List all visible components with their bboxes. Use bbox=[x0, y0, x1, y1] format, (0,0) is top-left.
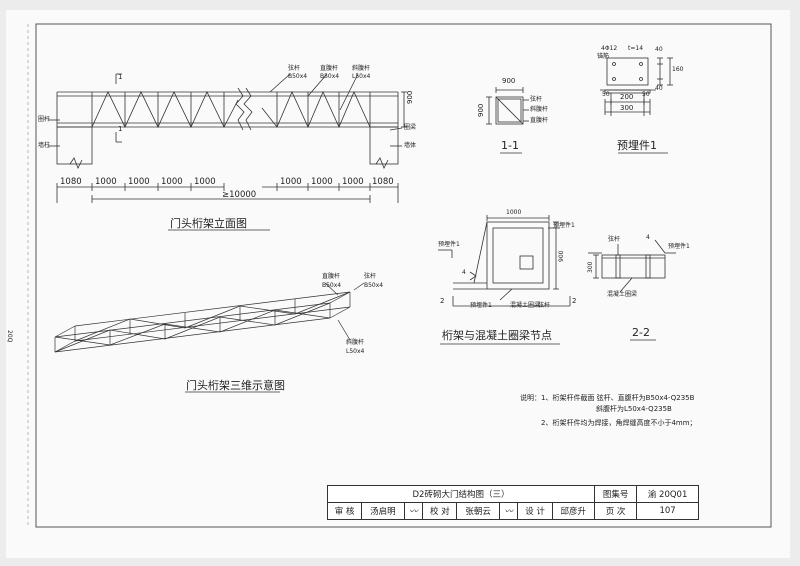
review-signature: 〰 bbox=[403, 502, 424, 520]
set-value: 渝 20Q01 bbox=[636, 485, 699, 503]
iso-label-chord-size: B50x4 bbox=[364, 282, 384, 289]
design-label: 设 计 bbox=[517, 502, 553, 520]
embed-bar: 4Φ12 bbox=[601, 45, 618, 52]
iso-title: 门头桁架三维示意图 bbox=[186, 379, 285, 392]
iso-label-diagonal: 斜腹杆 bbox=[346, 339, 365, 346]
note-line-1: 说明：1、桁架杆件截面 弦杆、直腹杆为B50x4-Q235B bbox=[520, 394, 695, 402]
sec11-label-2: 直腹杆 bbox=[530, 117, 549, 124]
label-chord-size: B50x4 bbox=[288, 73, 308, 80]
embed-anchor: 锚筋 bbox=[597, 53, 610, 60]
label-vertical-size: B50x4 bbox=[320, 73, 340, 80]
sec11-label-1: 斜腹杆 bbox=[530, 106, 549, 113]
node-width: 1000 bbox=[506, 209, 522, 216]
elevation-title: 门头桁架立面图 bbox=[170, 217, 247, 230]
label-vertical: 直腹杆 bbox=[320, 65, 339, 72]
node-weld: 4 bbox=[462, 269, 466, 276]
margin-text: 20Q bbox=[6, 330, 13, 343]
dim-left-1: 1000 bbox=[95, 177, 117, 187]
node-embed-bottom: 预埋件1 bbox=[470, 302, 492, 309]
embed-dim-1: 160 bbox=[672, 66, 684, 73]
note-line-3: 2、桁架杆件均为焊接，角焊缝高度不小于4mm； bbox=[541, 419, 697, 427]
dim-right-3: 1080 bbox=[372, 177, 394, 187]
dim-left-3: 1000 bbox=[161, 177, 183, 187]
embed-dim-4: 200 bbox=[620, 93, 634, 101]
embed-dim-2: 40 bbox=[655, 85, 663, 92]
drawing-title: D2砖砌大门结构图（三） bbox=[327, 485, 595, 503]
label-right-wall: 墙体 bbox=[404, 142, 417, 149]
review-name: 汤启明 bbox=[361, 502, 405, 520]
section-mark-top: 1 bbox=[118, 73, 123, 81]
dim-left-0: 1080 bbox=[60, 177, 82, 187]
section-mark-bottom: 1 bbox=[118, 125, 123, 133]
sec22-weld: 4 bbox=[646, 234, 650, 241]
iso-truss bbox=[54, 282, 365, 393]
note-line-2: 斜腹杆为L50x4-Q235B bbox=[596, 405, 672, 413]
label-diagonal: 斜腹杆 bbox=[352, 65, 371, 72]
page-label: 页 次 bbox=[593, 502, 638, 520]
elevation-truss bbox=[48, 73, 407, 231]
embed-dim-6: 300 bbox=[620, 104, 634, 112]
dim-left-2: 1000 bbox=[128, 177, 150, 187]
check-label: 校 对 bbox=[422, 502, 458, 520]
page-value: 107 bbox=[636, 502, 699, 520]
node-title: 桁架与混凝土圈梁节点 bbox=[442, 329, 552, 342]
label-left-post: 圈杆 bbox=[38, 116, 51, 123]
embedded-part bbox=[600, 57, 673, 154]
embed-dim-0: 40 bbox=[655, 46, 663, 53]
node-chord: 弦杆 bbox=[538, 302, 551, 309]
sec11-label-0: 弦杆 bbox=[530, 96, 543, 103]
label-chord: 弦杆 bbox=[288, 65, 301, 72]
node-sec-mark-right: 2 bbox=[572, 297, 577, 305]
embed-title: 预埋件1 bbox=[617, 139, 657, 152]
dim-total: ≥10000 bbox=[222, 190, 257, 200]
sec22-chord: 弦杆 bbox=[608, 236, 621, 243]
dim-right-0: 1000 bbox=[280, 177, 302, 187]
review-label: 审 核 bbox=[326, 502, 363, 520]
node-height: 900 bbox=[558, 250, 565, 262]
embed-thick: t=14 bbox=[628, 45, 644, 52]
check-name: 张朝云 bbox=[456, 502, 500, 520]
embed-dim-3: 50 bbox=[602, 91, 610, 98]
dim-height: 900 bbox=[406, 90, 414, 104]
sec22-beam: 混凝土圈梁 bbox=[607, 291, 638, 298]
iso-label-vertical: 直腹杆 bbox=[322, 273, 341, 280]
dim-right-2: 1000 bbox=[342, 177, 364, 187]
node-detail bbox=[438, 215, 571, 345]
embed-dim-5: 50 bbox=[642, 91, 650, 98]
sec22-embed: 预埋件1 bbox=[668, 243, 690, 250]
label-left-wall: 墙柱 bbox=[38, 142, 51, 149]
node-embed-top: 预埋件1 bbox=[438, 241, 460, 248]
label-right-beam: 圈梁 bbox=[404, 124, 417, 131]
title-block: D2砖砌大门结构图（三） 图集号 渝 20Q01 审 核 汤启明 〰 校 对 张… bbox=[326, 485, 699, 520]
sec11-title: 1-1 bbox=[501, 139, 519, 152]
node-sec-mark-left: 2 bbox=[440, 297, 445, 305]
label-diagonal-size: L50x4 bbox=[352, 73, 371, 80]
sec11-height: 900 bbox=[477, 103, 485, 117]
dim-right-1: 1000 bbox=[311, 177, 333, 187]
iso-label-diagonal-size: L50x4 bbox=[346, 348, 365, 355]
iso-label-vertical-size: B50x4 bbox=[322, 282, 342, 289]
dim-left-4: 1000 bbox=[194, 177, 216, 187]
node-embed-right: 预埋件1 bbox=[553, 222, 575, 229]
sec22-title: 2-2 bbox=[632, 326, 650, 339]
sec22-height: 300 bbox=[587, 261, 594, 273]
set-label: 图集号 bbox=[593, 485, 638, 503]
section-1-1 bbox=[486, 87, 529, 154]
iso-label-chord: 弦杆 bbox=[364, 273, 377, 280]
node-beam: 混凝土圈梁 bbox=[510, 302, 541, 309]
check-signature: 〰 bbox=[498, 502, 519, 520]
sec11-width: 900 bbox=[502, 77, 516, 85]
design-name: 邱彦升 bbox=[551, 502, 595, 520]
section-2-2 bbox=[588, 239, 676, 341]
